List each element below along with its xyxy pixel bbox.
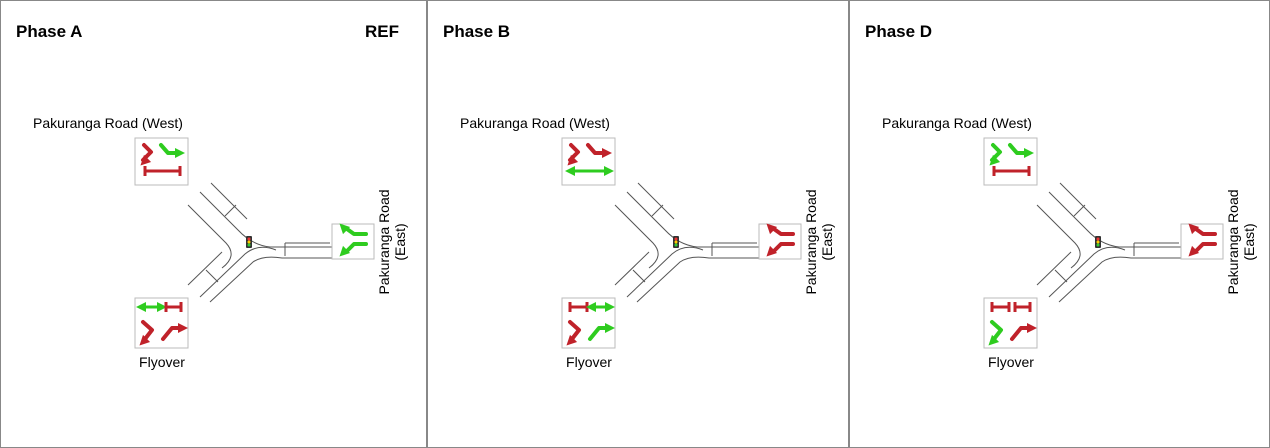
south-right-arrow bbox=[588, 326, 609, 341]
south-ped-crossing-right bbox=[586, 302, 615, 312]
phase-title: Phase B bbox=[443, 22, 510, 41]
south-left-arrow bbox=[568, 320, 581, 341]
west-right-arrow bbox=[1008, 143, 1027, 155]
east-lower-arrow bbox=[1194, 242, 1217, 253]
south-left-arrow bbox=[990, 320, 1003, 341]
south-right-arrow bbox=[1010, 326, 1031, 341]
west-ped-crossing bbox=[565, 166, 614, 176]
phase-panel: Phase B Pakuranga Road (West) Pakuranga Ro… bbox=[427, 0, 849, 448]
south-movement-box bbox=[561, 297, 616, 349]
south-right-arrow bbox=[161, 326, 182, 341]
south-movement-box bbox=[134, 297, 189, 349]
intersection-roads bbox=[187, 182, 340, 303]
south-leg-label: Flyover bbox=[566, 354, 612, 370]
east-leg-label-1: Pakuranga Road bbox=[803, 189, 819, 294]
traffic-light-icon bbox=[1095, 236, 1101, 248]
south-leg-label: Flyover bbox=[139, 354, 185, 370]
intersection-roads bbox=[614, 182, 767, 303]
west-ped-crossing bbox=[143, 166, 182, 176]
east-leg-label-2: (East) bbox=[1241, 223, 1257, 260]
traffic-light-icon bbox=[246, 236, 252, 248]
south-ped-crossing-left bbox=[136, 302, 167, 312]
south-leg-label: Flyover bbox=[988, 354, 1034, 370]
phase-title: Phase A bbox=[16, 22, 82, 41]
west-leg-label: Pakuranga Road (West) bbox=[460, 115, 610, 131]
traffic-light-icon bbox=[673, 236, 679, 248]
east-leg-label-1: Pakuranga Road bbox=[376, 189, 392, 294]
west-leg-label: Pakuranga Road (West) bbox=[882, 115, 1032, 131]
east-upper-arrow bbox=[345, 227, 368, 236]
west-movement-box bbox=[983, 137, 1038, 186]
west-ped-crossing bbox=[992, 166, 1031, 176]
south-ped-crossing-right bbox=[164, 302, 183, 312]
phase-panel: Phase D Pakuranga Road (West) Pakuranga Ro… bbox=[849, 0, 1270, 448]
west-movement-box bbox=[561, 137, 616, 186]
east-upper-arrow bbox=[1194, 227, 1217, 236]
south-movement-box bbox=[983, 297, 1038, 349]
south-ped-crossing-right bbox=[1013, 302, 1032, 312]
east-lower-arrow bbox=[345, 242, 368, 253]
south-ped-crossing-left bbox=[990, 302, 1011, 312]
east-movement-box bbox=[758, 223, 802, 260]
south-left-arrow bbox=[141, 320, 154, 341]
ref-label: REF bbox=[365, 22, 399, 41]
east-movement-box bbox=[1180, 223, 1224, 260]
east-leg-label-2: (East) bbox=[392, 223, 408, 260]
intersection-roads bbox=[1036, 182, 1189, 303]
east-leg-label-1: Pakuranga Road bbox=[1225, 189, 1241, 294]
east-leg-label-2: (East) bbox=[819, 223, 835, 260]
phase-title: Phase D bbox=[865, 22, 932, 41]
phase-panel: Phase A REF Pakuranga Road (West) Pakuranga… bbox=[0, 0, 427, 448]
east-lower-arrow bbox=[772, 242, 795, 253]
west-right-arrow bbox=[586, 143, 605, 155]
east-upper-arrow bbox=[772, 227, 795, 236]
west-right-arrow bbox=[159, 143, 178, 155]
west-leg-label: Pakuranga Road (West) bbox=[33, 115, 183, 131]
west-movement-box bbox=[134, 137, 189, 186]
east-movement-box bbox=[331, 223, 375, 260]
